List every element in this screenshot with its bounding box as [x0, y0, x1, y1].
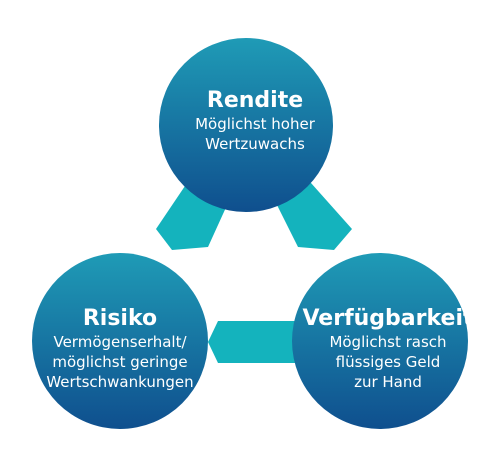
node-line-risiko-3: Wertschwankungen	[46, 373, 193, 391]
node-line-risiko-2: möglichst geringe	[52, 353, 187, 371]
node-line-rendite-2: Wertzuwachs	[205, 135, 305, 153]
connector-risiko-verfuegbarkeit	[208, 321, 313, 363]
node-title-rendite: Rendite	[207, 88, 303, 113]
node-line-rendite-1: Möglichst hoher	[195, 115, 316, 133]
node-risiko: Risiko Vermögenserhalt/ möglichst gering…	[32, 253, 208, 429]
node-title-verfuegbarkeit: Verfügbarkeit	[302, 306, 474, 331]
node-verfuegbarkeit: Verfügbarkeit Möglichst rasch flüssiges …	[292, 253, 474, 429]
node-line-risiko-1: Vermögenserhalt/	[53, 333, 187, 351]
node-line-verfuegbarkeit-3: zur Hand	[354, 373, 422, 391]
circle-risiko	[32, 253, 208, 429]
node-rendite: Rendite Möglichst hoher Wertzuwachs	[159, 38, 333, 212]
circle-rendite	[159, 38, 333, 212]
node-line-verfuegbarkeit-2: flüssiges Geld	[336, 353, 441, 371]
node-line-verfuegbarkeit-1: Möglichst rasch	[329, 333, 446, 351]
circle-verfuegbarkeit	[292, 253, 468, 429]
node-title-risiko: Risiko	[83, 306, 157, 331]
